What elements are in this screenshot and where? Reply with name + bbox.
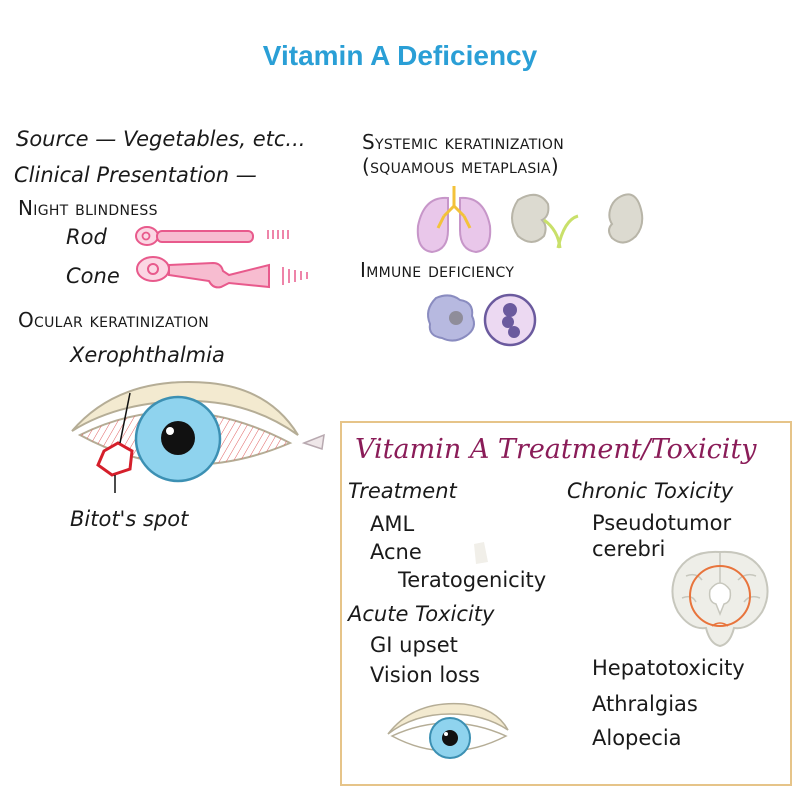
page-title: Vitamin A Deficiency [262,40,538,71]
lungs-icon [416,186,492,254]
acute-item-gi-upset: GI upset [370,633,458,657]
cone-label: Cone [66,264,120,288]
hepatotoxicity-text: Hepatotoxicity [592,656,745,680]
alopecia-text: Alopecia [592,726,682,750]
treatment-item-aml: AML [370,512,415,536]
treatment-item-acne: Acne [370,540,422,564]
rod-label: Rod [66,225,107,249]
pseudotumor-text: Pseudotumor [592,511,732,535]
eye-icon [71,381,325,493]
neutrophil-icon [483,293,537,347]
highlight-mark-icon [474,542,488,564]
acute-item-vision-loss: Vision loss [370,663,480,687]
squamous-metaplasia-text: (squamous metaplasia) [362,154,559,178]
xerophthalmia-label: Xerophthalmia [70,343,225,367]
ocular-keratinization-heading: Ocular keratinization [18,308,210,332]
rod-cell-icon [135,226,289,246]
immune-deficiency-heading: Immune deficiency [360,258,515,282]
systemic-keratinization-heading: Systemic keratinization [362,130,564,154]
kidney-icon [511,193,644,249]
athralgias-text: Athralgias [592,692,698,716]
box-title: Vitamin A Treatment/Toxicity [355,434,757,465]
acute-toxicity-heading: Acute Toxicity [348,602,495,626]
treatment-heading: Treatment [348,479,457,503]
macrophage-icon [427,294,475,342]
clinical-presentation-text: Clinical Presentation — [14,163,257,187]
teratogenicity-text: Teratogenicity [398,568,547,592]
source-text: Source — Vegetables, etc... [16,127,306,151]
night-blindness-heading: Night blindness [18,196,158,220]
cerebri-text: cerebri [592,537,666,561]
cone-cell-icon [136,256,308,289]
chronic-toxicity-heading: Chronic Toxicity [567,479,734,503]
eye-icon [387,702,509,759]
brain-icon [671,550,769,648]
bitot-spot-label: Bitot's spot [70,507,189,531]
